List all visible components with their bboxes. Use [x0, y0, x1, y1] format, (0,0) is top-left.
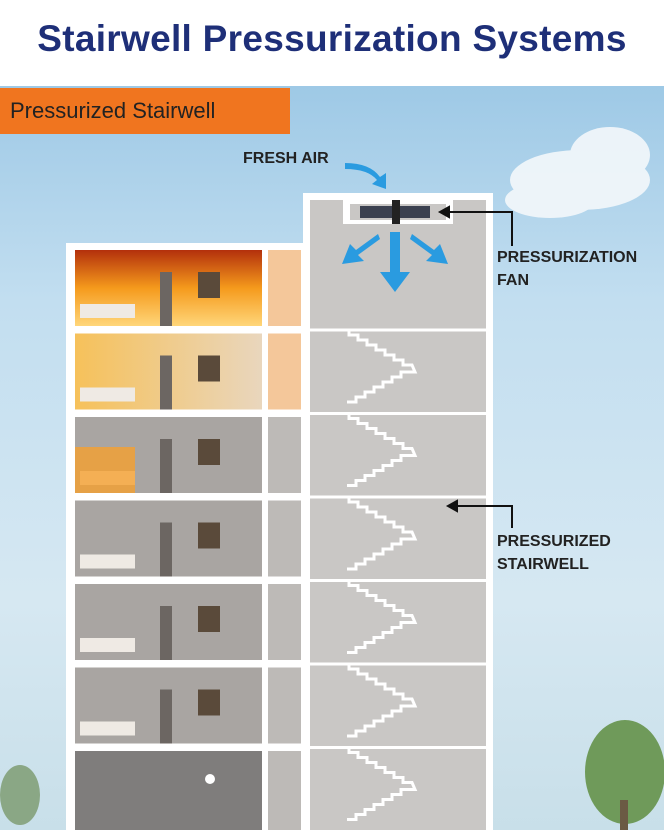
fan-label-line1: PRESSURIZATION	[497, 249, 637, 266]
clouds	[505, 127, 650, 218]
floor-2	[75, 667, 301, 744]
fresh-air-label: FRESH AIR	[243, 150, 329, 167]
airflow-arrows	[342, 163, 448, 292]
pressurization-fan	[343, 200, 453, 224]
stairwell-label-line2: STAIRWELL	[497, 556, 589, 573]
picture-frame	[198, 355, 220, 382]
picture-frame	[198, 689, 220, 716]
floor-3	[75, 584, 301, 660]
picture-frame	[198, 522, 220, 549]
tree-left	[0, 765, 40, 825]
stairs	[310, 328, 486, 821]
page-title: Stairwell Pressurization Systems	[37, 18, 627, 59]
stairwell-label-line1: PRESSURIZED	[497, 533, 611, 550]
section-badge: Pressurized Stairwell	[0, 88, 290, 134]
fan-label-line2: FAN	[497, 272, 529, 289]
bed	[80, 387, 135, 402]
picture-frame	[198, 439, 220, 465]
bed	[80, 638, 135, 652]
bed	[80, 721, 135, 736]
floor-1	[75, 751, 301, 830]
floor-7	[75, 250, 301, 326]
bed	[80, 304, 135, 318]
pointer-arrows	[437, 205, 513, 528]
floor-6	[75, 333, 301, 410]
bed	[80, 554, 135, 569]
picture-frame	[198, 606, 220, 632]
tree-right	[585, 720, 664, 830]
floor-5	[75, 417, 301, 493]
floor-4	[75, 500, 301, 577]
picture-frame	[198, 272, 220, 298]
